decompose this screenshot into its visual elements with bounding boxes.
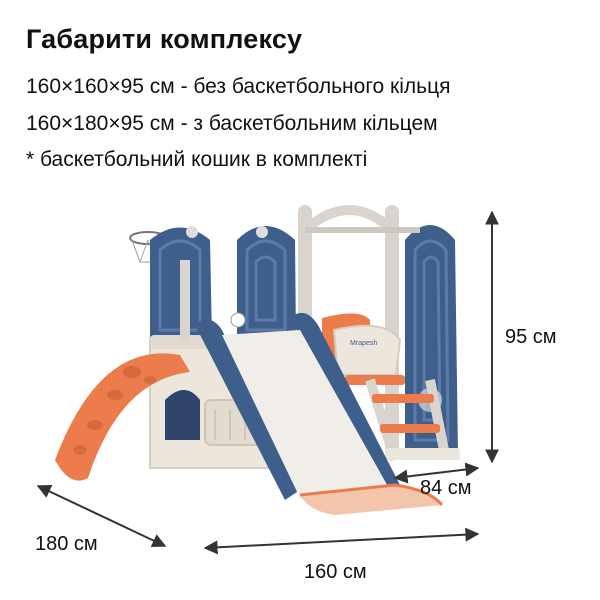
brand-mark: Mrapesh	[350, 340, 377, 347]
left-panels	[150, 226, 296, 340]
page-title: Габарити комплексу	[26, 24, 303, 54]
ladder	[365, 378, 460, 462]
width-label: 160 см	[304, 561, 367, 583]
spec-with-hoop: 160×180×95 см - з баскетбольним кільцем	[26, 112, 438, 135]
slide	[195, 312, 444, 515]
climbing-wall	[55, 353, 190, 481]
dimension-arrows	[36, 210, 499, 555]
spec-without-hoop: 160×160×95 см - без баскетбольного кільц…	[26, 75, 451, 98]
spec-basket-included: * баскетбольний кошик в комплекті	[26, 148, 368, 171]
depth-label: 180 см	[35, 533, 98, 555]
swing-seat: Mrapesh	[322, 313, 405, 385]
height-label: 95 см	[505, 326, 557, 348]
right-panel	[405, 225, 458, 455]
step-label: 84 см	[420, 477, 472, 499]
playground-illustration: Mrapesh	[35, 205, 557, 583]
